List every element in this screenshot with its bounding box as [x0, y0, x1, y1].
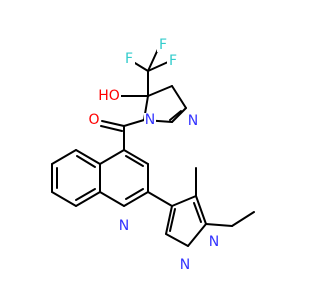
fluorine-atom-right: F	[169, 53, 177, 69]
bond	[195, 195, 207, 225]
bond	[123, 191, 149, 207]
carbonyl-oxygen: O	[88, 112, 99, 128]
bond	[123, 149, 149, 165]
bond	[147, 61, 169, 72]
pyrazoline-nitrogen-2: N	[188, 113, 198, 129]
bond	[169, 110, 182, 121]
bond	[75, 188, 96, 201]
bond	[125, 155, 144, 167]
fluorine-atom-left: F	[125, 51, 133, 67]
bond	[169, 208, 176, 232]
bond	[76, 155, 96, 168]
bond	[171, 195, 197, 207]
bond	[125, 188, 144, 200]
bond	[187, 223, 207, 247]
atom-labels: F F F HO O N N N N N	[88, 37, 220, 273]
bonds	[51, 46, 255, 247]
bond	[51, 191, 77, 207]
bond	[165, 205, 173, 235]
molecule-structure-diagram: F F F HO O N N N N N	[51, 37, 255, 273]
bond	[171, 85, 187, 109]
bond	[193, 202, 202, 223]
bond	[147, 191, 173, 207]
bond	[51, 149, 77, 165]
bond	[123, 119, 145, 127]
bond	[205, 223, 233, 227]
bond	[99, 191, 125, 207]
bond	[75, 191, 101, 207]
bond	[101, 120, 125, 127]
hydroxyl-group: HO	[98, 88, 120, 104]
bond	[165, 233, 189, 247]
bond	[75, 149, 101, 165]
pyrazole-nitrogen-2: N	[180, 257, 190, 273]
bond	[147, 85, 173, 97]
bond	[100, 125, 123, 132]
bond	[171, 107, 187, 123]
pyrazoline-nitrogen-1: N	[145, 112, 155, 128]
quinoline-nitrogen: N	[119, 218, 129, 234]
bond	[231, 211, 255, 227]
fluorine-atom-top: F	[159, 37, 167, 53]
pyrazole-nitrogen-1: N	[209, 234, 219, 250]
bond	[99, 149, 125, 165]
